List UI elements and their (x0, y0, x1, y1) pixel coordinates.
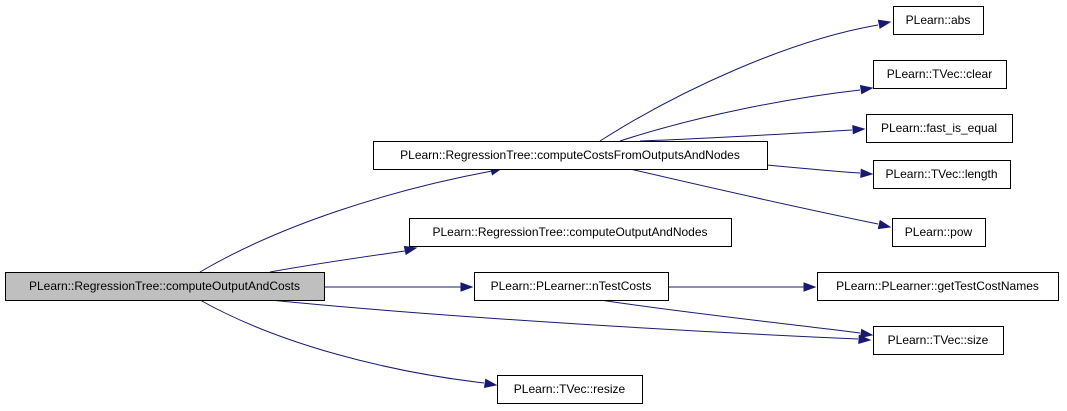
node-label: PLearn::RegressionTree::computeOutputAnd… (432, 225, 707, 239)
edge-line (599, 24, 879, 142)
node-box[interactable] (866, 114, 1013, 143)
arrowhead-icon (877, 219, 892, 230)
node-root[interactable]: PLearn::RegressionTree::computeOutputAnd… (5, 272, 325, 301)
arrowhead-icon (852, 124, 866, 135)
node-label: PLearn::RegressionTree::computeCostsFrom… (400, 148, 740, 162)
node-box[interactable] (893, 6, 984, 35)
node-coan[interactable]: PLearn::RegressionTree::computeOutputAnd… (409, 218, 732, 247)
edges-layer (199, 19, 892, 388)
node-box[interactable] (873, 160, 1011, 189)
node-box[interactable] (892, 218, 986, 247)
edge-ccfo-to-fie (639, 124, 866, 142)
node-box[interactable] (373, 141, 768, 170)
node-clear[interactable]: PLearn::TVec::clear (873, 60, 1007, 89)
edge-line (766, 164, 861, 174)
node-size[interactable]: PLearn::TVec::size (873, 326, 1004, 355)
nodes-layer: PLearn::RegressionTree::computeOutputAnd… (5, 6, 1059, 404)
arrowhead-icon (483, 378, 498, 388)
edge-ccfo-to-pow (629, 168, 892, 230)
node-abs[interactable]: PLearn::abs (893, 6, 984, 35)
node-resize[interactable]: PLearn::TVec::resize (497, 375, 643, 404)
node-label: PLearn::TVec::size (888, 333, 989, 347)
node-ntc[interactable]: PLearn::PLearner::nTestCosts (474, 272, 669, 301)
arrowhead-icon (859, 328, 874, 339)
arrowhead-icon (859, 85, 874, 95)
node-box[interactable] (873, 60, 1007, 89)
node-fie[interactable]: PLearn::fast_is_equal (866, 114, 1013, 143)
node-label: PLearn::abs (906, 13, 971, 27)
node-label: PLearn::RegressionTree::computeOutputAnd… (29, 279, 300, 293)
edge-line (199, 299, 485, 384)
edge-line (269, 299, 859, 340)
node-label: PLearn::PLearner::nTestCosts (491, 279, 652, 293)
node-box[interactable] (474, 272, 669, 301)
edge-line (629, 168, 879, 225)
edge-ccfo-to-len (766, 164, 874, 179)
node-len[interactable]: PLearn::TVec::length (873, 160, 1011, 189)
node-label: PLearn::fast_is_equal (881, 121, 997, 135)
node-label: PLearn::TVec::clear (887, 67, 992, 81)
node-label: PLearn::TVec::length (885, 167, 997, 181)
edge-root-to-size (269, 299, 872, 345)
arrowhead-icon (877, 19, 892, 29)
edge-line (199, 170, 493, 273)
node-label: PLearn::PLearner::getTestCostNames (836, 279, 1039, 293)
edge-ccfo-to-abs (599, 19, 892, 142)
edge-ntc-to-gtcn (668, 282, 817, 292)
arrowhead-icon (803, 282, 817, 292)
edge-root-to-resize (199, 299, 498, 388)
edge-root-to-coan (269, 245, 418, 273)
arrowhead-icon (460, 282, 474, 292)
edge-line (619, 89, 861, 142)
node-label: PLearn::TVec::resize (514, 382, 626, 396)
node-box[interactable] (409, 218, 732, 247)
edge-line (599, 299, 861, 334)
node-gtcn[interactable]: PLearn::PLearner::getTestCostNames (817, 272, 1059, 301)
arrowhead-icon (403, 245, 418, 256)
edge-line (639, 129, 853, 142)
node-box[interactable] (5, 272, 325, 301)
node-pow[interactable]: PLearn::pow (892, 218, 986, 247)
edge-ccfo-to-clear (619, 85, 874, 142)
node-box[interactable] (817, 272, 1059, 301)
edge-ntc-to-size (599, 299, 874, 339)
node-box[interactable] (497, 375, 643, 404)
edge-line (269, 250, 406, 273)
node-ccfo[interactable]: PLearn::RegressionTree::computeCostsFrom… (373, 141, 768, 170)
arrowhead-icon (860, 168, 874, 179)
node-label: PLearn::pow (905, 225, 973, 239)
edge-root-to-ntc (324, 282, 474, 292)
node-box[interactable] (873, 326, 1004, 355)
